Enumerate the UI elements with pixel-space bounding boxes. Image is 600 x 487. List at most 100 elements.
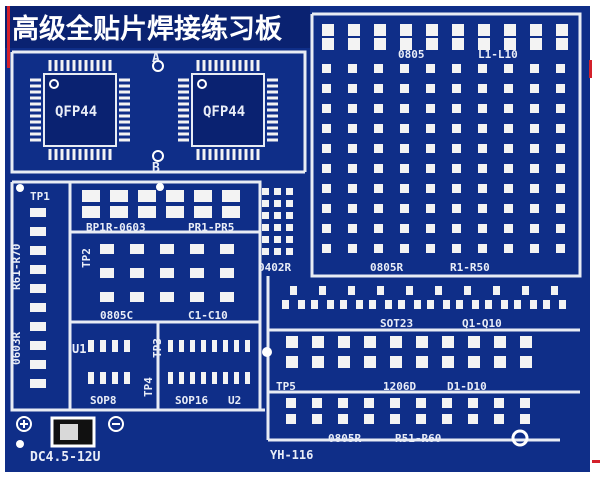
sot-pad <box>356 300 363 309</box>
resistor-pad <box>478 244 487 253</box>
resistor-pad <box>426 244 435 253</box>
sot-pad <box>435 286 442 295</box>
qfp-pad <box>78 149 82 160</box>
qfp-pad <box>267 90 278 94</box>
resistor-pad <box>30 265 46 274</box>
resistor-pad <box>478 124 487 133</box>
small-pad <box>274 188 281 195</box>
inductor-pad <box>348 24 360 36</box>
fiducial-a <box>152 60 164 72</box>
capacitor-pad <box>130 244 144 254</box>
resistor-pad <box>556 204 565 213</box>
qfp-pad <box>96 60 100 71</box>
sot-pad <box>456 300 463 309</box>
fiducial-e <box>511 429 529 447</box>
qfp-pad <box>119 138 130 142</box>
resistor-pad <box>348 64 357 73</box>
qfp-pad <box>102 60 106 71</box>
resistor-pad <box>374 224 383 233</box>
inductor-pad <box>452 24 464 36</box>
sop-pad <box>168 372 173 384</box>
array-pad <box>194 206 212 218</box>
tp5-label: TP5 <box>276 380 296 393</box>
qfp-pad <box>244 60 248 71</box>
qfp-pad <box>178 84 189 88</box>
r51r60-label: R51-R60 <box>395 432 441 445</box>
resistor-pad <box>286 398 296 408</box>
r1r50-label: R1-R50 <box>450 261 490 274</box>
qfp-pad <box>119 90 130 94</box>
resistor-pad <box>30 303 46 312</box>
resistor-pad <box>400 144 409 153</box>
outline-traces <box>10 12 582 442</box>
sot-pad <box>501 300 508 309</box>
resistor-pad <box>30 284 46 293</box>
sot-pad <box>472 300 479 309</box>
resistor-pad <box>504 204 513 213</box>
resistor-pad <box>30 341 46 350</box>
bp1-label: BP1R-0603 <box>86 221 146 234</box>
capacitor-pad <box>130 292 144 302</box>
diode-pad <box>468 356 480 368</box>
resistor-pad <box>478 64 487 73</box>
small-pad <box>286 224 293 231</box>
resistor-pad <box>348 204 357 213</box>
resistor-pad <box>322 184 331 193</box>
resistor-pad <box>530 124 539 133</box>
small-pad <box>286 236 293 243</box>
resistor-pad <box>348 144 357 153</box>
resistor-pad <box>556 164 565 173</box>
array-pad <box>222 206 240 218</box>
yh-label: YH-116 <box>270 448 313 462</box>
qfp-pad <box>232 60 236 71</box>
small-pad <box>262 188 269 195</box>
fiducial-tp1 <box>16 184 24 192</box>
sop-pad <box>245 372 250 384</box>
resistor-pad <box>374 164 383 173</box>
inductor-pad <box>374 24 386 36</box>
diode-pad <box>338 336 350 348</box>
pin1-marker <box>49 79 59 89</box>
diode-pad <box>520 356 532 368</box>
resistor-pad <box>348 124 357 133</box>
sop-pad <box>201 372 206 384</box>
resistor-pad <box>556 64 565 73</box>
resistor-pad <box>504 184 513 193</box>
inductor-pad <box>426 38 438 50</box>
array-pad <box>194 190 212 202</box>
capacitor-pad <box>160 244 174 254</box>
resistor-pad <box>400 244 409 253</box>
sop-pad <box>190 340 195 352</box>
resistor-pad <box>30 227 46 236</box>
resistor-pad <box>322 124 331 133</box>
capacitor-pad <box>190 244 204 254</box>
resistor-pad <box>468 398 478 408</box>
array-pad <box>110 190 128 202</box>
resistor-pad <box>452 84 461 93</box>
sop-pad <box>112 372 118 384</box>
resistor-pad <box>312 414 322 424</box>
qfp-pad <box>214 60 218 71</box>
qfp-pad <box>66 60 70 71</box>
capacitor-pad <box>100 292 114 302</box>
sot-pad <box>327 300 334 309</box>
resistor-pad <box>322 164 331 173</box>
sot-pad <box>522 286 529 295</box>
resistor-pad <box>338 414 348 424</box>
qfp-pad <box>196 149 200 160</box>
u1-label: U1 <box>72 342 86 356</box>
inductor-pad <box>400 24 412 36</box>
qfp-pad <box>119 78 130 82</box>
qfp-pad <box>226 60 230 71</box>
sot-pad <box>298 300 305 309</box>
fiducial-c <box>156 183 164 191</box>
qfp-pad <box>30 126 41 130</box>
qfp44-footprint-b <box>178 60 278 160</box>
resistor-pad <box>286 414 296 424</box>
qfp-pad <box>256 60 260 71</box>
fiducial-b <box>152 150 164 162</box>
qfp-pad <box>119 102 130 106</box>
resistor-pad <box>348 164 357 173</box>
tp1-label: TP1 <box>30 190 50 203</box>
red-edge-right <box>589 60 592 78</box>
